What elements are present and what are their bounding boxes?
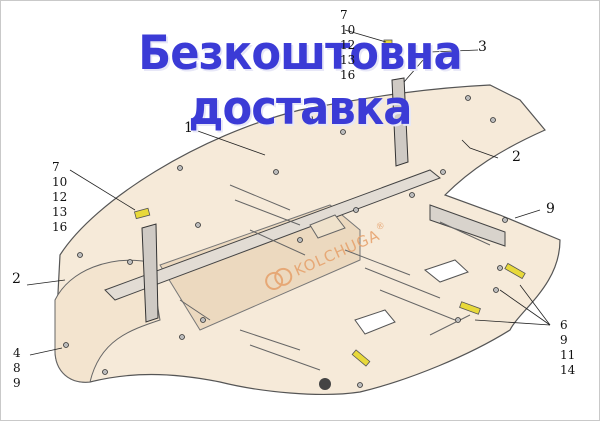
central-tray <box>159 204 361 331</box>
callout-left: 7 10 12 13 16 <box>52 160 67 235</box>
kolchuga-logo-icon <box>265 267 293 290</box>
callout-part-2-right-label: 2 <box>512 149 521 165</box>
cutout-front <box>309 214 346 239</box>
callout-bottom-right-label: 6 9 11 14 <box>560 318 576 377</box>
free-delivery-banner: Безкоштовна доставка <box>138 26 462 136</box>
cutout-center <box>354 309 396 335</box>
callout-part-9-label: 9 <box>546 201 555 217</box>
callout-bottom-right: 6 9 11 14 <box>560 318 575 378</box>
drain-hole <box>319 378 331 390</box>
brand-watermark: KOLCHUGA® <box>261 220 393 295</box>
right-bracket <box>391 77 409 167</box>
right-side-bracket <box>429 204 506 247</box>
callout-part-2-left: 2 <box>12 272 21 287</box>
callout-part-2-left-label: 2 <box>12 271 21 287</box>
plate-ribs <box>179 184 491 371</box>
callout-top: 7 10 12 13 16 <box>340 8 355 83</box>
callout-part-9: 9 <box>546 202 555 217</box>
callout-part-3-label: 3 <box>478 39 487 55</box>
callout-left-label: 7 10 12 13 16 <box>52 160 68 234</box>
callout-part-3: 3 <box>478 40 487 55</box>
cutout-rear <box>423 259 469 283</box>
callout-top-label: 7 10 12 13 16 <box>340 8 356 82</box>
left-bracket <box>141 223 159 323</box>
yellow-fasteners <box>133 39 526 367</box>
cross-member-bar <box>104 169 441 301</box>
callout-bottom-left-label: 4 8 9 <box>13 346 21 390</box>
callout-part-1-label: 1 <box>184 120 193 136</box>
callout-bottom-left: 4 8 9 <box>13 346 21 391</box>
callout-part-2-right: 2 <box>512 150 521 165</box>
callout-part-1: 1 <box>184 121 193 136</box>
leader-lines <box>26 29 551 356</box>
